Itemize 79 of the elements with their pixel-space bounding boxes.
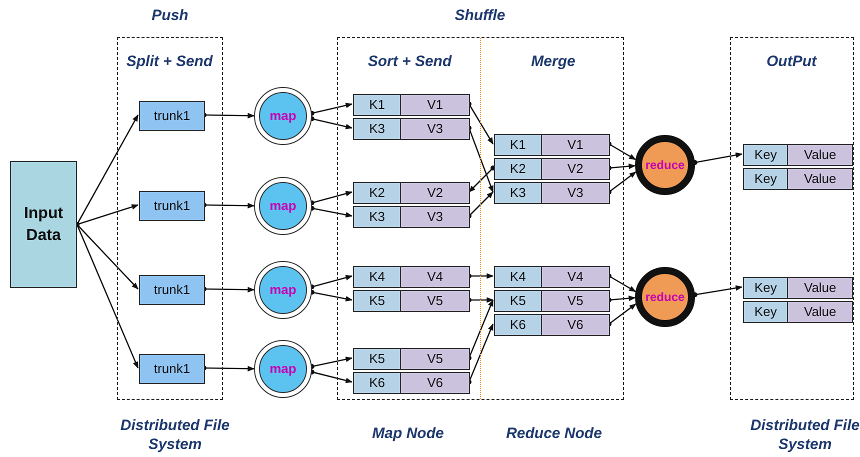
section-label: Distributed File System [750, 416, 860, 454]
value-cell: V3 [542, 183, 609, 203]
key-cell: K3 [495, 183, 542, 203]
section-label: Reduce Node [505, 424, 603, 443]
key-value-row [353, 290, 470, 312]
key-value-row [494, 290, 610, 312]
key-value-row [494, 314, 610, 336]
value-cell: V5 [542, 291, 609, 311]
key-cell: Key [744, 278, 788, 298]
data-chunk-box: trunk1 [139, 101, 205, 131]
key-cell: K5 [354, 349, 402, 369]
key-cell: K6 [495, 315, 542, 335]
key-cell: K2 [495, 159, 542, 179]
dashed-group-box [337, 37, 624, 400]
key-cell: Key [744, 169, 788, 189]
key-cell: K3 [354, 119, 402, 139]
dashed-group-box [117, 37, 223, 400]
data-chunk-box: trunk1 [139, 191, 205, 221]
group-heading: Split + Send [125, 52, 214, 71]
arrow [468, 166, 496, 192]
value-cell: Value [788, 145, 852, 165]
key-cell: K3 [354, 207, 402, 227]
key-cell: Key [744, 302, 788, 322]
map-label: map [270, 107, 296, 126]
map-label: map [270, 197, 296, 216]
section-label: Distributed File System [120, 416, 230, 454]
value-cell: V4 [542, 267, 609, 287]
key-cell: K1 [354, 95, 402, 115]
map-label: map [270, 360, 296, 378]
value-cell: V5 [401, 291, 469, 311]
key-value-row [353, 266, 470, 288]
map-label: map [270, 281, 296, 300]
key-value-row [353, 206, 470, 228]
value-cell: Value [788, 278, 852, 298]
key-value-row [743, 301, 853, 323]
key-value-row [353, 118, 470, 140]
value-cell: V6 [542, 315, 609, 335]
value-cell: V2 [401, 183, 469, 203]
value-cell: Value [788, 302, 852, 322]
key-value-row [743, 277, 853, 299]
input-box: Input Data [10, 161, 77, 288]
reduce-label: reduce [645, 289, 685, 306]
reduce-label: reduce [645, 157, 685, 174]
data-chunk-box: trunk1 [139, 275, 205, 305]
value-cell: V4 [401, 267, 469, 287]
group-heading: Sort + Send [366, 52, 453, 71]
key-cell: Key [744, 145, 788, 165]
key-cell: K5 [495, 291, 542, 311]
dashed-group-box [730, 37, 854, 400]
key-cell: K6 [354, 373, 402, 393]
value-cell: V1 [542, 135, 609, 155]
key-value-row [353, 94, 470, 116]
value-cell: V6 [401, 373, 469, 393]
group-heading: OutPut [766, 52, 818, 71]
key-value-row [743, 144, 853, 166]
section-label: Map Node [371, 424, 445, 443]
key-cell: K4 [354, 267, 402, 287]
value-cell: V1 [401, 95, 469, 115]
section-label: Push [150, 6, 190, 25]
key-value-row [743, 168, 853, 190]
value-cell: V5 [401, 349, 469, 369]
key-value-row [494, 134, 610, 156]
key-value-row [494, 158, 610, 180]
key-value-row [494, 182, 610, 204]
key-value-row [494, 266, 610, 288]
key-cell: K1 [495, 135, 542, 155]
key-value-row [353, 182, 470, 204]
key-value-row [353, 348, 470, 370]
section-label: Shuffle [454, 6, 506, 25]
key-cell: K4 [495, 267, 542, 287]
key-cell: K5 [354, 291, 402, 311]
key-cell: K2 [354, 183, 402, 203]
group-heading: Merge [530, 52, 576, 71]
value-cell: Value [788, 169, 852, 189]
value-cell: V3 [401, 119, 469, 139]
key-value-row [353, 372, 470, 394]
value-cell: V2 [542, 159, 609, 179]
data-chunk-box: trunk1 [139, 354, 205, 384]
value-cell: V3 [401, 207, 469, 227]
